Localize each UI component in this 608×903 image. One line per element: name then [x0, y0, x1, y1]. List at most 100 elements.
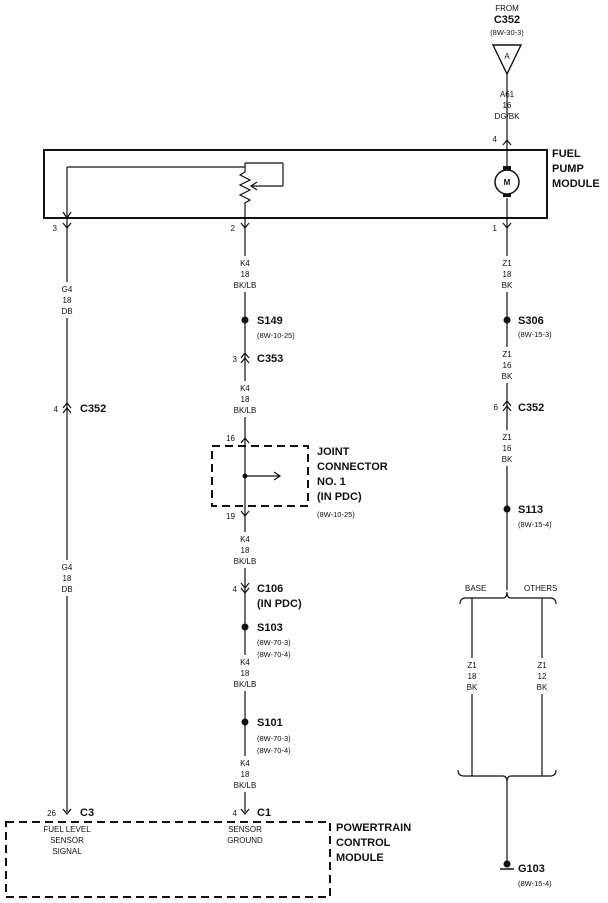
others-label: OTHERS: [524, 584, 557, 593]
pcm-c1-name: C1: [257, 807, 271, 819]
s103-name: S103: [257, 622, 283, 634]
z1-base-gauge: 18: [468, 672, 477, 681]
s103-ref-1: (8W-70-3): [257, 638, 291, 647]
pcm-fuel-label-1: FUEL LEVEL: [43, 825, 91, 834]
fpm-pin-4: 4: [493, 135, 498, 144]
s306-name: S306: [518, 315, 544, 327]
s103-ref-2: (8W-70-4): [257, 650, 291, 659]
s306-ref: (8W-15-3): [518, 330, 552, 339]
k4-w3-color: BK/LB: [234, 557, 257, 566]
pcm-box: [5, 821, 331, 898]
joint-pin-19-terminal-icon: [240, 510, 250, 517]
k4-w4-color: BK/LB: [234, 680, 257, 689]
fpm-title-2: PUMP: [552, 163, 584, 175]
c352-left-name: C352: [80, 403, 106, 415]
z1-base-circuit: Z1: [467, 661, 477, 670]
motor-brush-bottom: [503, 193, 511, 197]
z1-others-circuit: Z1: [537, 661, 547, 670]
g4-lower-gauge: 18: [63, 574, 72, 583]
pin-4-terminal-icon: [502, 139, 512, 146]
g4-upper-color: DB: [61, 307, 72, 316]
pcm-title-1: POWERTRAIN: [336, 822, 411, 834]
a61-gauge: 16: [503, 101, 512, 110]
source-letter: A: [504, 52, 510, 61]
pcm-ground-label-2: GROUND: [227, 836, 263, 845]
z1-w1-circuit: Z1: [502, 259, 512, 268]
joint-pin-16-terminal-icon: [240, 437, 250, 444]
g103-ref: (8W-15-4): [518, 879, 552, 888]
s149-ref: (8W-10-25): [257, 331, 295, 340]
z1-w2-label: Z1 16 BK: [497, 347, 517, 383]
fpm-title-3: MODULE: [552, 178, 600, 190]
s101-splice-dot: [241, 718, 249, 726]
pcm-fuel-label-3: SIGNAL: [52, 847, 82, 856]
source-connector-name: C352: [494, 14, 520, 26]
s101-ref-1: (8W-70-3): [257, 734, 291, 743]
k4-w4-gauge: 18: [241, 669, 250, 678]
k4-w5-circuit: K4: [240, 759, 250, 768]
s149-splice-dot: [241, 316, 249, 324]
joint-title-2: CONNECTOR: [317, 461, 388, 473]
z1-base-label: Z1 18 BK: [463, 658, 481, 694]
k4-w1-label: K4 18 BK/LB: [232, 256, 258, 292]
z1-base-color: BK: [467, 683, 478, 692]
k4-w1-circuit: K4: [240, 259, 250, 268]
pcm-pin-26: 26: [47, 809, 56, 818]
pin-4-pcm-terminal-icon: [240, 808, 250, 815]
k4-w1-color: BK/LB: [234, 281, 257, 290]
g4-lower-label: G4 18 DB: [58, 560, 76, 596]
k4-w4-circuit: K4: [240, 658, 250, 667]
joint-title-4: (IN PDC): [317, 491, 362, 503]
pcm-ground-label-1: SENSOR: [228, 825, 262, 834]
c106-pin: 4: [233, 585, 238, 594]
k4-w3-circuit: K4: [240, 535, 250, 544]
option-brace-bottom-icon: [457, 769, 557, 783]
pcm-pin-4: 4: [233, 809, 238, 818]
g4-upper-circuit: G4: [62, 285, 73, 294]
g4-upper-gauge: 18: [63, 296, 72, 305]
s101-name: S101: [257, 717, 283, 729]
from-label: FROM: [495, 4, 519, 13]
pump-motor-icon: M: [494, 169, 520, 195]
s306-splice-dot: [503, 316, 511, 324]
c353-connector-icon: [240, 352, 250, 364]
source-triangle-icon: A: [491, 44, 523, 76]
wiper-arrow-icon: [249, 181, 258, 191]
pcm-c3-name: C3: [80, 807, 94, 819]
g4-upper-label: G4 18 DB: [58, 282, 76, 318]
g103-name: G103: [518, 863, 545, 875]
k4-w2-gauge: 18: [241, 395, 250, 404]
c352-left-pin: 4: [54, 405, 59, 414]
fuel-pump-module-box: [43, 149, 548, 219]
z1-w2-circuit: Z1: [502, 350, 512, 359]
joint-title-1: JOINT: [317, 446, 350, 458]
z1-w1-color: BK: [502, 281, 513, 290]
c352-right-connector-icon: [502, 400, 512, 412]
source-connector-ref: (8W-30-3): [490, 28, 524, 37]
pcm-title-2: CONTROL: [336, 837, 391, 849]
s103-splice-dot: [241, 623, 249, 631]
k4-w5-color: BK/LB: [234, 781, 257, 790]
c352-left-connector-icon: [62, 402, 72, 414]
z1-w3-color: BK: [502, 455, 513, 464]
joint-splice-dot: [242, 473, 248, 479]
a61-circuit: A61: [500, 90, 515, 99]
z1-w2-gauge: 16: [503, 361, 512, 370]
c106-connector-icon: [240, 582, 250, 594]
base-label: BASE: [465, 584, 486, 593]
joint-pin-16: 16: [226, 434, 235, 443]
z1-w1-gauge: 18: [503, 270, 512, 279]
ground-icon: [500, 860, 514, 870]
z1-others-label: Z1 12 BK: [533, 658, 551, 694]
fpm-pin-3: 3: [53, 224, 58, 233]
g4-lower-circuit: G4: [62, 563, 73, 572]
z1-w3-gauge: 16: [503, 444, 512, 453]
pcm-title-3: MODULE: [336, 852, 384, 864]
k4-w3-gauge: 18: [241, 546, 250, 555]
z1-w3-label: Z1 16 BK: [497, 430, 517, 466]
c353-pin: 3: [233, 355, 238, 364]
z1-others-gauge: 12: [538, 672, 547, 681]
s113-splice-dot: [503, 505, 511, 513]
fpm-title-1: FUEL: [552, 148, 581, 160]
